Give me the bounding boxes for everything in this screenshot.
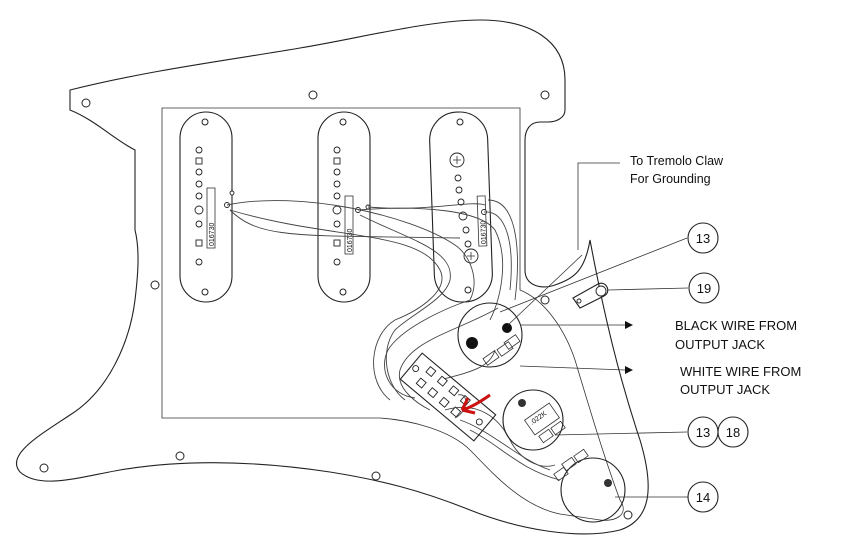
- screw-hole: [150, 280, 160, 290]
- callout-19-leader: [607, 287, 689, 291]
- screw-hole: [540, 295, 550, 305]
- tremolo-label-line1: To Tremolo Claw: [630, 154, 724, 168]
- capacitor: [523, 402, 561, 436]
- pot-solder-black: [502, 323, 512, 333]
- svg-text:13: 13: [696, 425, 710, 440]
- volume-pot: [457, 302, 523, 368]
- callout-13-mid-leader: [554, 431, 688, 436]
- screw-hole: [540, 90, 550, 100]
- pot-solder-black: [604, 479, 612, 487]
- screw-hole: [39, 463, 49, 473]
- callout-13-mid: 13: [687, 416, 719, 448]
- screw-hole: [371, 471, 381, 481]
- tremolo-label-line2: For Grounding: [630, 172, 711, 186]
- capacitor-label: .022K: [529, 410, 548, 426]
- pickguard-outline: [16, 19, 649, 535]
- neck-pickup-label: 016730: [209, 223, 216, 246]
- callout-19: 19: [688, 272, 720, 304]
- svg-text:13: 13: [696, 231, 710, 246]
- svg-text:19: 19: [697, 281, 711, 296]
- pickup-wires: [226, 199, 561, 481]
- svg-text:18: 18: [726, 425, 740, 440]
- white-wire-label-line2: OUTPUT JACK: [680, 382, 770, 397]
- black-wire-label-line1: BLACK WIRE FROM: [675, 318, 797, 333]
- ground-lug: [572, 282, 609, 309]
- tremolo-leader: [577, 162, 620, 250]
- neck-pickup: 016730: [179, 111, 235, 303]
- white-wire-arrow: [519, 365, 626, 371]
- screw-holes: [39, 90, 633, 520]
- highlight-arrow: [460, 393, 491, 415]
- screw-hole: [308, 90, 318, 100]
- callout-13-top: 13: [687, 222, 719, 254]
- pot-solder-black: [518, 399, 526, 407]
- middle-pickup-label: 016730: [347, 229, 354, 252]
- callout-18: 18: [717, 416, 749, 448]
- selector-switch: [399, 352, 497, 442]
- screw-hole: [623, 510, 633, 520]
- screw-hole: [175, 451, 185, 461]
- callout-14: 14: [687, 481, 719, 513]
- tone-pot-1: .022K: [502, 389, 566, 451]
- bridge-pickup: 016730: [429, 111, 493, 303]
- svg-text:14: 14: [696, 490, 710, 505]
- screw-hole: [81, 98, 91, 108]
- callout-13-top-leader: [499, 237, 688, 313]
- tremolo-ground-wire: [507, 254, 583, 326]
- control-cavity-outline: [161, 107, 624, 521]
- bridge-pickup-label: 016730: [480, 220, 488, 244]
- black-wire-label-line2: OUTPUT JACK: [675, 337, 765, 352]
- tone-pot-2: [553, 448, 626, 523]
- white-wire-label-line1: WHITE WIRE FROM: [680, 364, 801, 379]
- pot-solder-black: [466, 337, 478, 349]
